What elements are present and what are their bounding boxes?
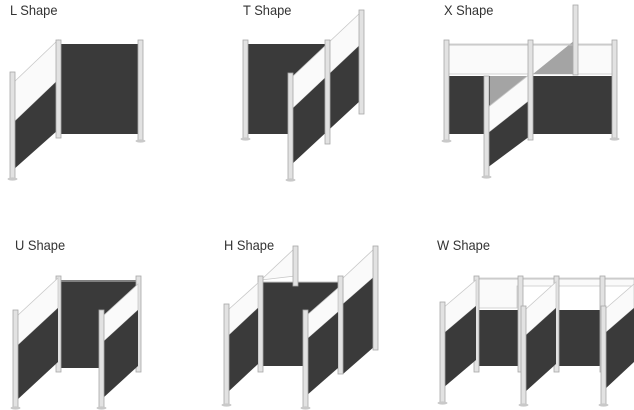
post-foot — [241, 137, 251, 140]
x-shape-illustration — [442, 5, 620, 179]
post-foot — [519, 403, 529, 406]
panel-fabric — [558, 310, 600, 366]
panel-fabric — [61, 44, 138, 134]
frame-post — [138, 40, 143, 140]
frame-post — [338, 276, 343, 374]
post-foot — [97, 406, 107, 409]
post-foot — [136, 139, 146, 142]
h-shape-illustration — [222, 246, 379, 410]
post-foot — [301, 406, 311, 409]
frame-post — [373, 246, 378, 350]
frame-post — [10, 72, 15, 178]
frame-post — [288, 73, 293, 179]
post-foot — [11, 406, 21, 409]
frame-post — [612, 40, 617, 138]
frame-post — [13, 310, 18, 408]
frame-post — [243, 40, 248, 138]
frame-post — [303, 310, 308, 408]
t-shape-illustration — [241, 10, 365, 182]
frame-post — [258, 276, 263, 372]
w-shape-illustration — [438, 276, 634, 407]
frame-post — [444, 40, 449, 140]
post-foot — [438, 401, 448, 404]
frame-post — [99, 310, 104, 408]
frame-post — [573, 5, 578, 75]
frame-post — [528, 40, 533, 140]
post-foot — [8, 177, 18, 180]
frame-post — [293, 246, 298, 286]
panel-fabric — [478, 310, 520, 366]
frame-post — [325, 40, 330, 144]
frame-post — [440, 302, 445, 402]
post-foot — [482, 175, 492, 178]
frame-post — [56, 40, 61, 138]
frame-post — [359, 10, 364, 114]
panel-fabric — [532, 76, 612, 134]
post-foot — [442, 139, 452, 142]
l-shape-illustration — [8, 40, 146, 181]
frame-post — [484, 76, 489, 176]
panel-frosted — [261, 248, 295, 280]
post-foot — [286, 178, 296, 181]
u-shape-illustration — [11, 276, 142, 410]
frame-post — [224, 304, 229, 404]
post-foot — [599, 403, 609, 406]
post-foot — [610, 137, 620, 140]
frame-post — [601, 306, 606, 404]
frame-post — [521, 306, 526, 404]
post-foot — [222, 403, 232, 406]
